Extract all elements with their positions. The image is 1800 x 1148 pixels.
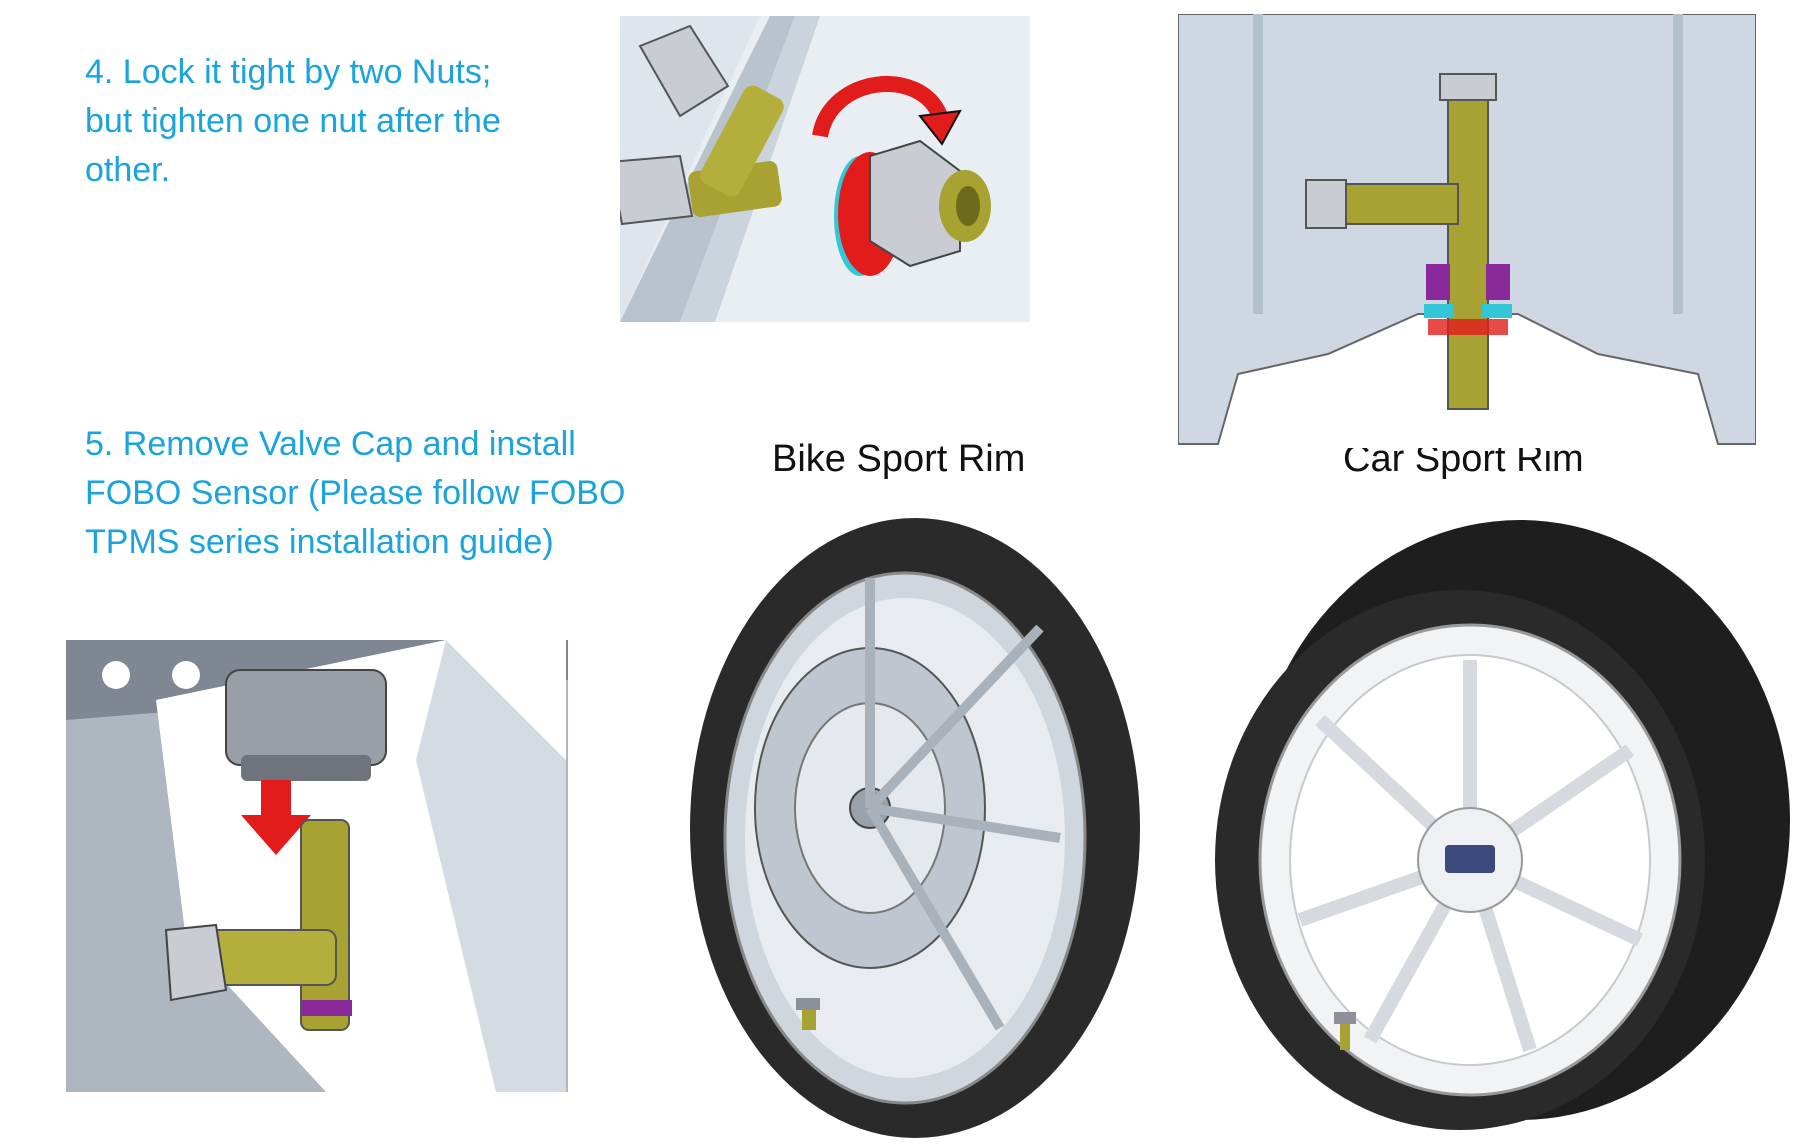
lock-nuts-illustration xyxy=(620,16,1030,322)
bike-rim-illustration xyxy=(680,508,1150,1143)
car-rim-illustration xyxy=(1190,520,1796,1140)
remove-valve-cap-illustration xyxy=(66,640,568,1092)
down-arrow-icon xyxy=(241,780,311,855)
bike-rim-caption: Bike Sport Rim xyxy=(772,438,1026,480)
curved-arrow-icon xyxy=(812,76,962,146)
step-5-instruction: 5. Remove Valve Cap and install FOBO Sen… xyxy=(85,425,626,561)
valve-stem-shape xyxy=(620,24,784,226)
car-rim-cross-section xyxy=(1178,14,1756,448)
step-4-instruction: 4. Lock it tight by two Nuts; but tighte… xyxy=(85,53,501,189)
